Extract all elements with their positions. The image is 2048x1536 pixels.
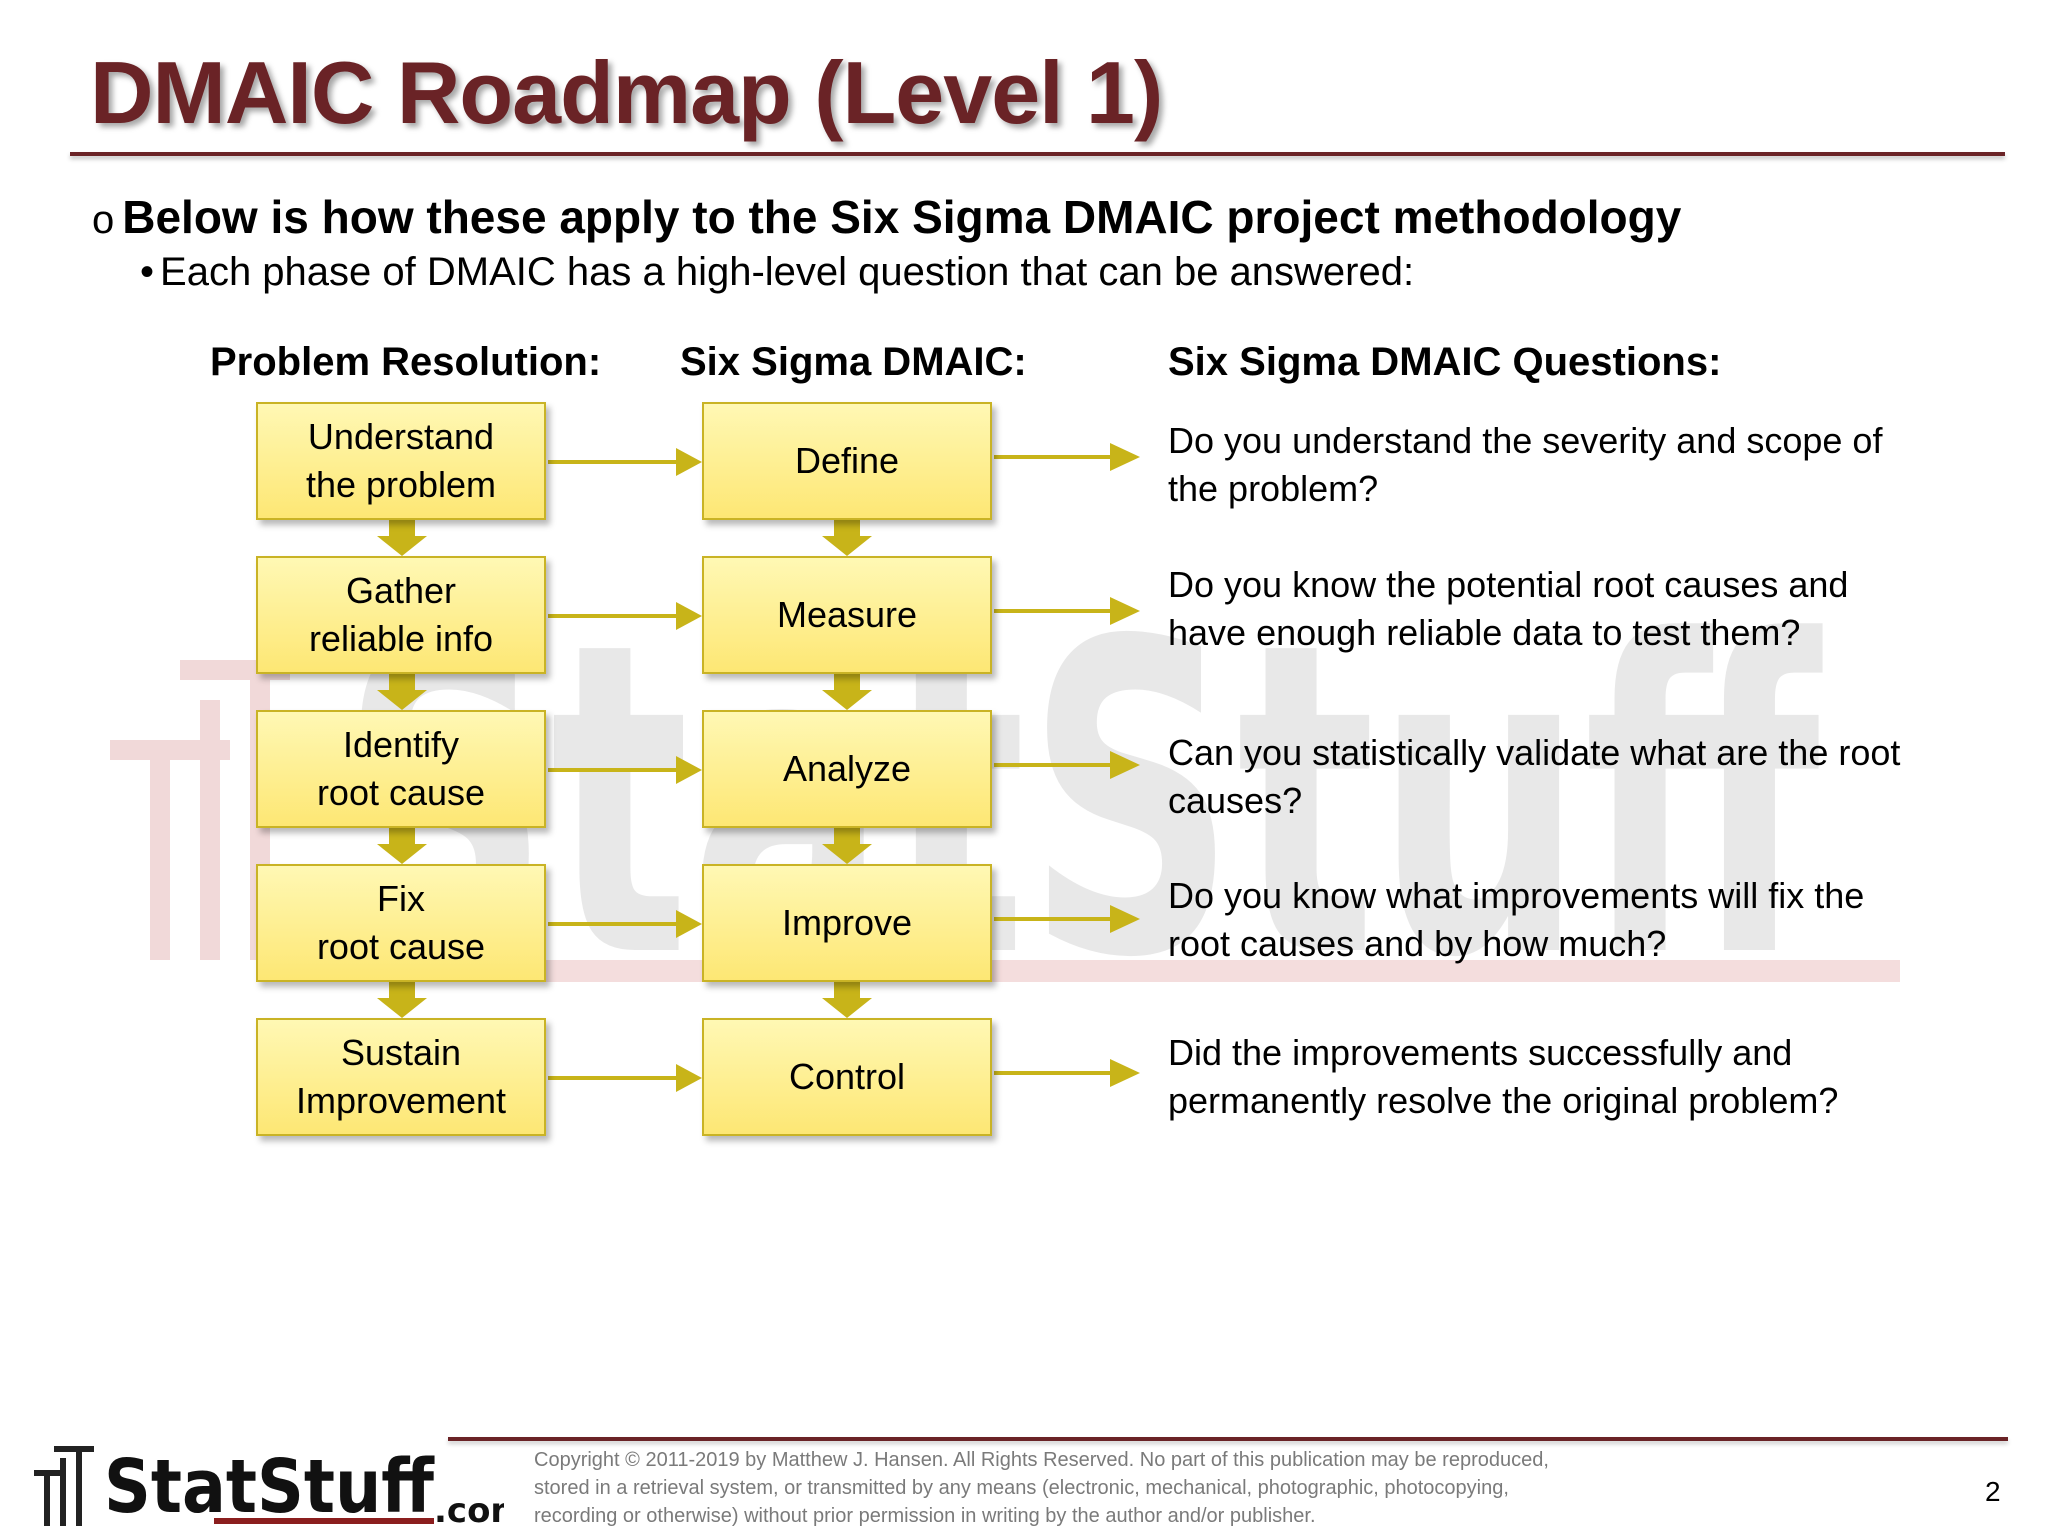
dmaic-header: Six Sigma DMAIC:: [680, 340, 1027, 384]
arrow-down-icon: [822, 520, 872, 556]
sub-bullet-text: Each phase of DMAIC has a high-level que…: [160, 250, 1415, 294]
arrow-right-icon: [994, 597, 1140, 625]
dmaic-box-analyze: Analyze: [702, 710, 992, 828]
phase-label: Improve: [781, 902, 913, 943]
phase-label: Analyze: [782, 748, 912, 789]
problem-line1: Fix: [376, 878, 425, 919]
page-number: 2: [1985, 1476, 2001, 1507]
arrow-down-icon: [822, 982, 872, 1018]
problem-box-fix: Fix root cause: [256, 864, 546, 982]
dmaic-box-control: Control: [702, 1018, 992, 1136]
problem-line2: reliable info: [308, 618, 494, 659]
arrow-right-icon: [994, 905, 1140, 933]
sub-bullet: •Each phase of DMAIC has a high-level qu…: [140, 250, 1414, 295]
problem-line2: root cause: [316, 772, 486, 813]
question-define: Do you understand the severity and scope…: [1168, 420, 1883, 509]
arrow-right-icon: [548, 1064, 702, 1092]
problem-line1: Gather: [345, 570, 457, 611]
phase-label: Control: [788, 1056, 906, 1097]
problem-line2: root cause: [316, 926, 486, 967]
question-control: Did the improvements successfully and pe…: [1168, 1032, 1839, 1121]
problem-line1: Understand: [307, 416, 495, 457]
dmaic-box-define: Define: [702, 402, 992, 520]
statstuff-logo: StatStuff .com: [34, 1444, 504, 1530]
question-measure: Do you know the potential root causes an…: [1168, 564, 1849, 653]
questions-header: Six Sigma DMAIC Questions:: [1168, 340, 1722, 384]
arrow-right-icon: [994, 1059, 1140, 1087]
main-bullet-text: Below is how these apply to the Six Sigm…: [122, 191, 1682, 243]
problem-box-identify: Identify root cause: [256, 710, 546, 828]
dmaic-box-improve: Improve: [702, 864, 992, 982]
arrow-down-icon: [377, 828, 427, 864]
svg-text:StatStuff: StatStuff: [104, 1444, 435, 1530]
arrow-down-icon: [822, 674, 872, 710]
svg-text:.com: .com: [434, 1491, 504, 1530]
problem-line1: Sustain: [340, 1032, 462, 1073]
slide-title: DMAIC Roadmap (Level 1): [90, 43, 1163, 142]
arrow-right-icon: [548, 910, 702, 938]
arrow-right-icon: [548, 756, 702, 784]
copyright-notice: Copyright © 2011-2019 by Matthew J. Hans…: [534, 1449, 1549, 1527]
footer-divider: [448, 1437, 2008, 1441]
arrow-down-icon: [822, 828, 872, 864]
arrow-right-icon: [994, 751, 1140, 779]
title-divider: [70, 152, 2005, 156]
arrow-down-icon: [377, 520, 427, 556]
problem-box-understand: Understand the problem: [256, 402, 546, 520]
arrow-right-icon: [548, 602, 702, 630]
arrow-right-icon: [994, 443, 1140, 471]
phase-label: Measure: [776, 594, 918, 635]
problem-resolution-header: Problem Resolution:: [210, 340, 602, 384]
dot-bullet-icon: •: [140, 250, 155, 294]
arrow-down-icon: [377, 674, 427, 710]
arrow-down-icon: [377, 982, 427, 1018]
problem-line2: the problem: [305, 464, 497, 505]
dmaic-box-measure: Measure: [702, 556, 992, 674]
question-improve: Do you know what improvements will fix t…: [1168, 875, 1865, 964]
problem-box-gather: Gather reliable info: [256, 556, 546, 674]
question-analyze: Can you statistically validate what are …: [1168, 732, 1901, 821]
problem-line1: Identify: [342, 724, 460, 765]
problem-line2: Improvement: [295, 1080, 507, 1121]
arrow-right-icon: [548, 448, 702, 476]
phase-label: Define: [794, 440, 900, 481]
hollow-bullet-icon: o: [92, 198, 115, 242]
